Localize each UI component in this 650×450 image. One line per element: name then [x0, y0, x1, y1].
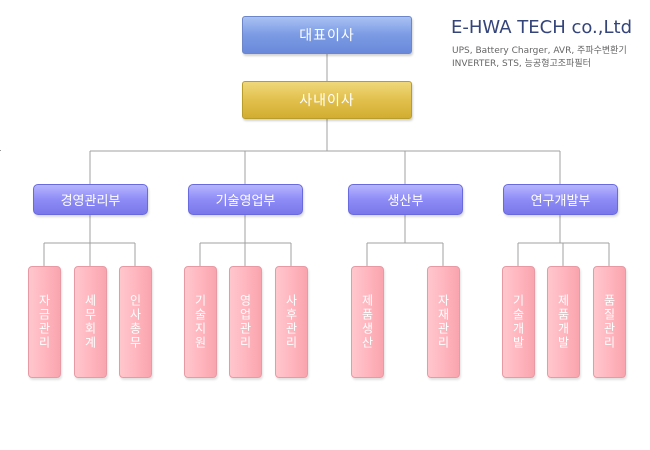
team-label: 인사총무 [128, 294, 142, 350]
team-label: 품질관리 [602, 294, 616, 350]
team-sales-management[interactable]: 영업관리 [229, 266, 262, 378]
team-product-development[interactable]: 제품개발 [547, 266, 580, 378]
stray-dot [0, 150, 1, 151]
dept-label: 경영관리부 [60, 194, 121, 209]
team-finance[interactable]: 자금관리 [28, 266, 61, 378]
dept-management[interactable]: 경영관리부 [33, 184, 148, 215]
ceo-box[interactable]: 대표이사 [242, 16, 412, 54]
team-label: 세무회계 [83, 294, 97, 350]
team-label: 사후관리 [284, 294, 298, 350]
dept-production[interactable]: 생산부 [348, 184, 463, 215]
dept-label: 생산부 [387, 194, 424, 209]
dept-label: 기술영업부 [215, 194, 276, 209]
team-materials-management[interactable]: 자재관리 [427, 266, 460, 378]
products-line-2: INVERTER, STS, 능공형고조파필터 [452, 59, 591, 69]
team-label: 영업관리 [238, 294, 252, 350]
team-label: 기술지원 [193, 294, 207, 350]
dept-tech-sales[interactable]: 기술영업부 [188, 184, 303, 215]
company-name: E-HWA TECH co.,Ltd [451, 17, 632, 38]
team-after-service[interactable]: 사후관리 [275, 266, 308, 378]
team-label: 기술개발 [511, 294, 525, 350]
team-tax-accounting[interactable]: 세무회계 [74, 266, 107, 378]
team-tech-development[interactable]: 기술개발 [502, 266, 535, 378]
dept-label: 연구개발부 [530, 194, 591, 209]
ceo-label: 대표이사 [299, 28, 355, 44]
team-tech-support[interactable]: 기술지원 [184, 266, 217, 378]
team-label: 제품생산 [360, 294, 374, 350]
team-label: 자금관리 [37, 294, 51, 350]
team-quality-management[interactable]: 품질관리 [593, 266, 626, 378]
team-label: 제품개발 [556, 294, 570, 350]
team-label: 자재관리 [436, 294, 450, 350]
dept-rnd[interactable]: 연구개발부 [503, 184, 618, 215]
director-label: 사내이사 [299, 93, 355, 109]
team-product-manufacturing[interactable]: 제품생산 [351, 266, 384, 378]
team-hr-general[interactable]: 인사총무 [119, 266, 152, 378]
director-box[interactable]: 사내이사 [242, 81, 412, 119]
products-line-1: UPS, Battery Charger, AVR, 주파수변환기 [452, 46, 627, 56]
